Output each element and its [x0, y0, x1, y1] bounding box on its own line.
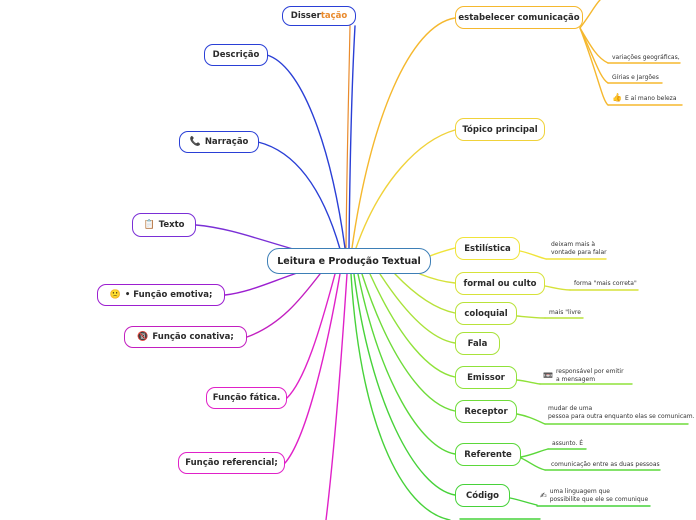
receptor-leaf-line2: pessoa para outra enquanto elas se comun… [548, 413, 695, 420]
leaf-estilistica[interactable]: deixam mais à vontade para falar [551, 241, 607, 257]
edge-narracao [257, 141, 341, 250]
emotiva-label: • Função emotiva; [124, 290, 213, 300]
edge-comunicacao [351, 17, 456, 249]
edge-dissertacao [348, 25, 356, 249]
conativa-label: Função conativa; [152, 332, 234, 342]
edge-leaf-girias [579, 27, 609, 84]
node-funcao-conativa[interactable]: 🔞Função conativa; [124, 326, 247, 348]
fala-label: Fala [467, 338, 488, 349]
estilistica-leaf-line2: vontade para falar [551, 249, 607, 256]
leaf-emissor[interactable]: 📼 responsável por emitir a mensagem [543, 368, 624, 384]
edge-leaf-top [579, 0, 601, 29]
referente-label: Referente [464, 449, 512, 460]
node-texto[interactable]: 📋Texto [132, 213, 196, 237]
leaf-referente-2[interactable]: comunicação entre as duas pessoas [551, 461, 660, 469]
root-label: Leitura e Produção Textual [277, 255, 421, 267]
edge-coloquial [394, 273, 456, 314]
descricao-label: Descrição [212, 50, 260, 60]
edge-dissertacao-b [345, 25, 351, 249]
edge-leaf-beleza [579, 27, 609, 106]
no-entry-icon: 🔞 [137, 332, 149, 342]
node-fala[interactable]: Fala [455, 332, 500, 355]
emissor-label: Emissor [467, 372, 505, 383]
video-tape-icon: 📼 [543, 371, 553, 380]
node-receptor[interactable]: Receptor [455, 400, 517, 423]
coloquial-label: coloquial [464, 308, 508, 319]
dissertacao-label-a: Disser [290, 11, 321, 21]
comunicacao-label: estabelecer comunicação [458, 12, 580, 23]
edge-leaf-variacoes [579, 27, 609, 64]
edge-codigo [353, 273, 456, 496]
leaf-variacoes[interactable]: variações geográficas, [612, 54, 680, 62]
sad-face-icon: 🙁 [109, 290, 121, 300]
coloquial-leaf-text: mais "livre [549, 309, 581, 316]
variacoes-text: variações geográficas, [612, 54, 680, 61]
leaf-coloquial[interactable]: mais "livre [549, 309, 581, 317]
fatica-label: Função fática. [212, 393, 281, 403]
beleza-text: E aí mano beleza [624, 95, 677, 102]
edge-texto [195, 224, 301, 252]
edge-fala [379, 273, 456, 344]
referente-leaf1-text: assunto. É [552, 440, 584, 447]
node-codigo[interactable]: Código [455, 484, 510, 507]
referente-leaf2-text: comunicação entre as duas pessoas [551, 461, 660, 468]
node-estilistica[interactable]: Estilística [455, 237, 520, 260]
edge-descricao [266, 54, 346, 249]
thumbs-up-icon: 👍 [612, 93, 622, 102]
codigo-label: Código [466, 490, 499, 501]
codigo-leaf-line1: uma linguagem que [549, 488, 610, 495]
estilistica-leaf-line1: deixam mais à [551, 241, 596, 248]
leaf-beleza[interactable]: 👍E aí mano beleza [612, 94, 677, 103]
edge-referente [357, 273, 456, 455]
edge-fatica [286, 273, 336, 399]
document-icon: 📋 [143, 220, 155, 230]
receptor-label: Receptor [464, 406, 508, 417]
receptor-leaf-line1: mudar de uma [548, 405, 593, 412]
leaf-referente-1[interactable]: assunto. É [552, 440, 583, 448]
edge-bottom-right [350, 273, 451, 520]
node-estabelecer-comunicacao[interactable]: estabelecer comunicação [455, 6, 583, 29]
node-coloquial[interactable]: coloquial [455, 302, 517, 325]
texto-label: Texto [158, 220, 185, 230]
emissor-leaf-line1: responsável por emitir [555, 368, 624, 375]
node-funcao-emotiva[interactable]: 🙁• Função emotiva; [97, 284, 225, 306]
narracao-label: Narração [204, 137, 249, 147]
leaf-girias[interactable]: Gírias e Jargões [612, 74, 659, 82]
edge-formal [419, 273, 456, 284]
leaf-receptor[interactable]: mudar de uma pessoa para outra enquanto … [548, 405, 695, 421]
edge-receptor [361, 273, 456, 412]
node-referente[interactable]: Referente [455, 443, 521, 466]
node-funcao-referencial[interactable]: Função referencial; [178, 452, 285, 474]
edge-estilistica [429, 247, 456, 257]
writing-hand-icon: ✍ [540, 491, 547, 500]
referencial-label: Função referencial; [185, 458, 278, 468]
edge-conativa [246, 273, 321, 338]
node-funcao-fatica[interactable]: Função fática. [206, 387, 287, 409]
codigo-leaf-line2: possibilite que ele se comunique [549, 496, 649, 503]
node-descricao[interactable]: Descrição [204, 44, 268, 66]
formal-leaf-text: forma "mais correta" [574, 280, 637, 287]
edge-emissor [369, 273, 456, 378]
node-topico-principal[interactable]: Tópico principal [455, 118, 545, 141]
edge-emotiva [224, 271, 301, 296]
leaf-formal[interactable]: forma "mais correta" [574, 280, 637, 288]
phone-icon: 📞 [189, 137, 201, 147]
estilistica-label: Estilística [464, 243, 511, 254]
edge-bottom-left [325, 273, 348, 520]
root-node[interactable]: Leitura e Produção Textual [267, 248, 431, 274]
emissor-leaf-line2: a mensagem [555, 376, 596, 383]
node-formal-culto[interactable]: formal ou culto [455, 272, 545, 295]
dissertacao-label-b: tação [320, 11, 348, 21]
girias-text: Gírias e Jargões [612, 74, 659, 81]
leaf-codigo[interactable]: ✍ uma linguagem que possibilite que ele … [540, 488, 648, 504]
node-emissor[interactable]: Emissor [455, 366, 517, 389]
edge-referencial [284, 273, 341, 464]
node-narracao[interactable]: 📞Narração [179, 131, 259, 153]
formal-label: formal ou culto [463, 278, 537, 289]
edge-topico [355, 129, 456, 249]
topico-label: Tópico principal [462, 124, 538, 135]
